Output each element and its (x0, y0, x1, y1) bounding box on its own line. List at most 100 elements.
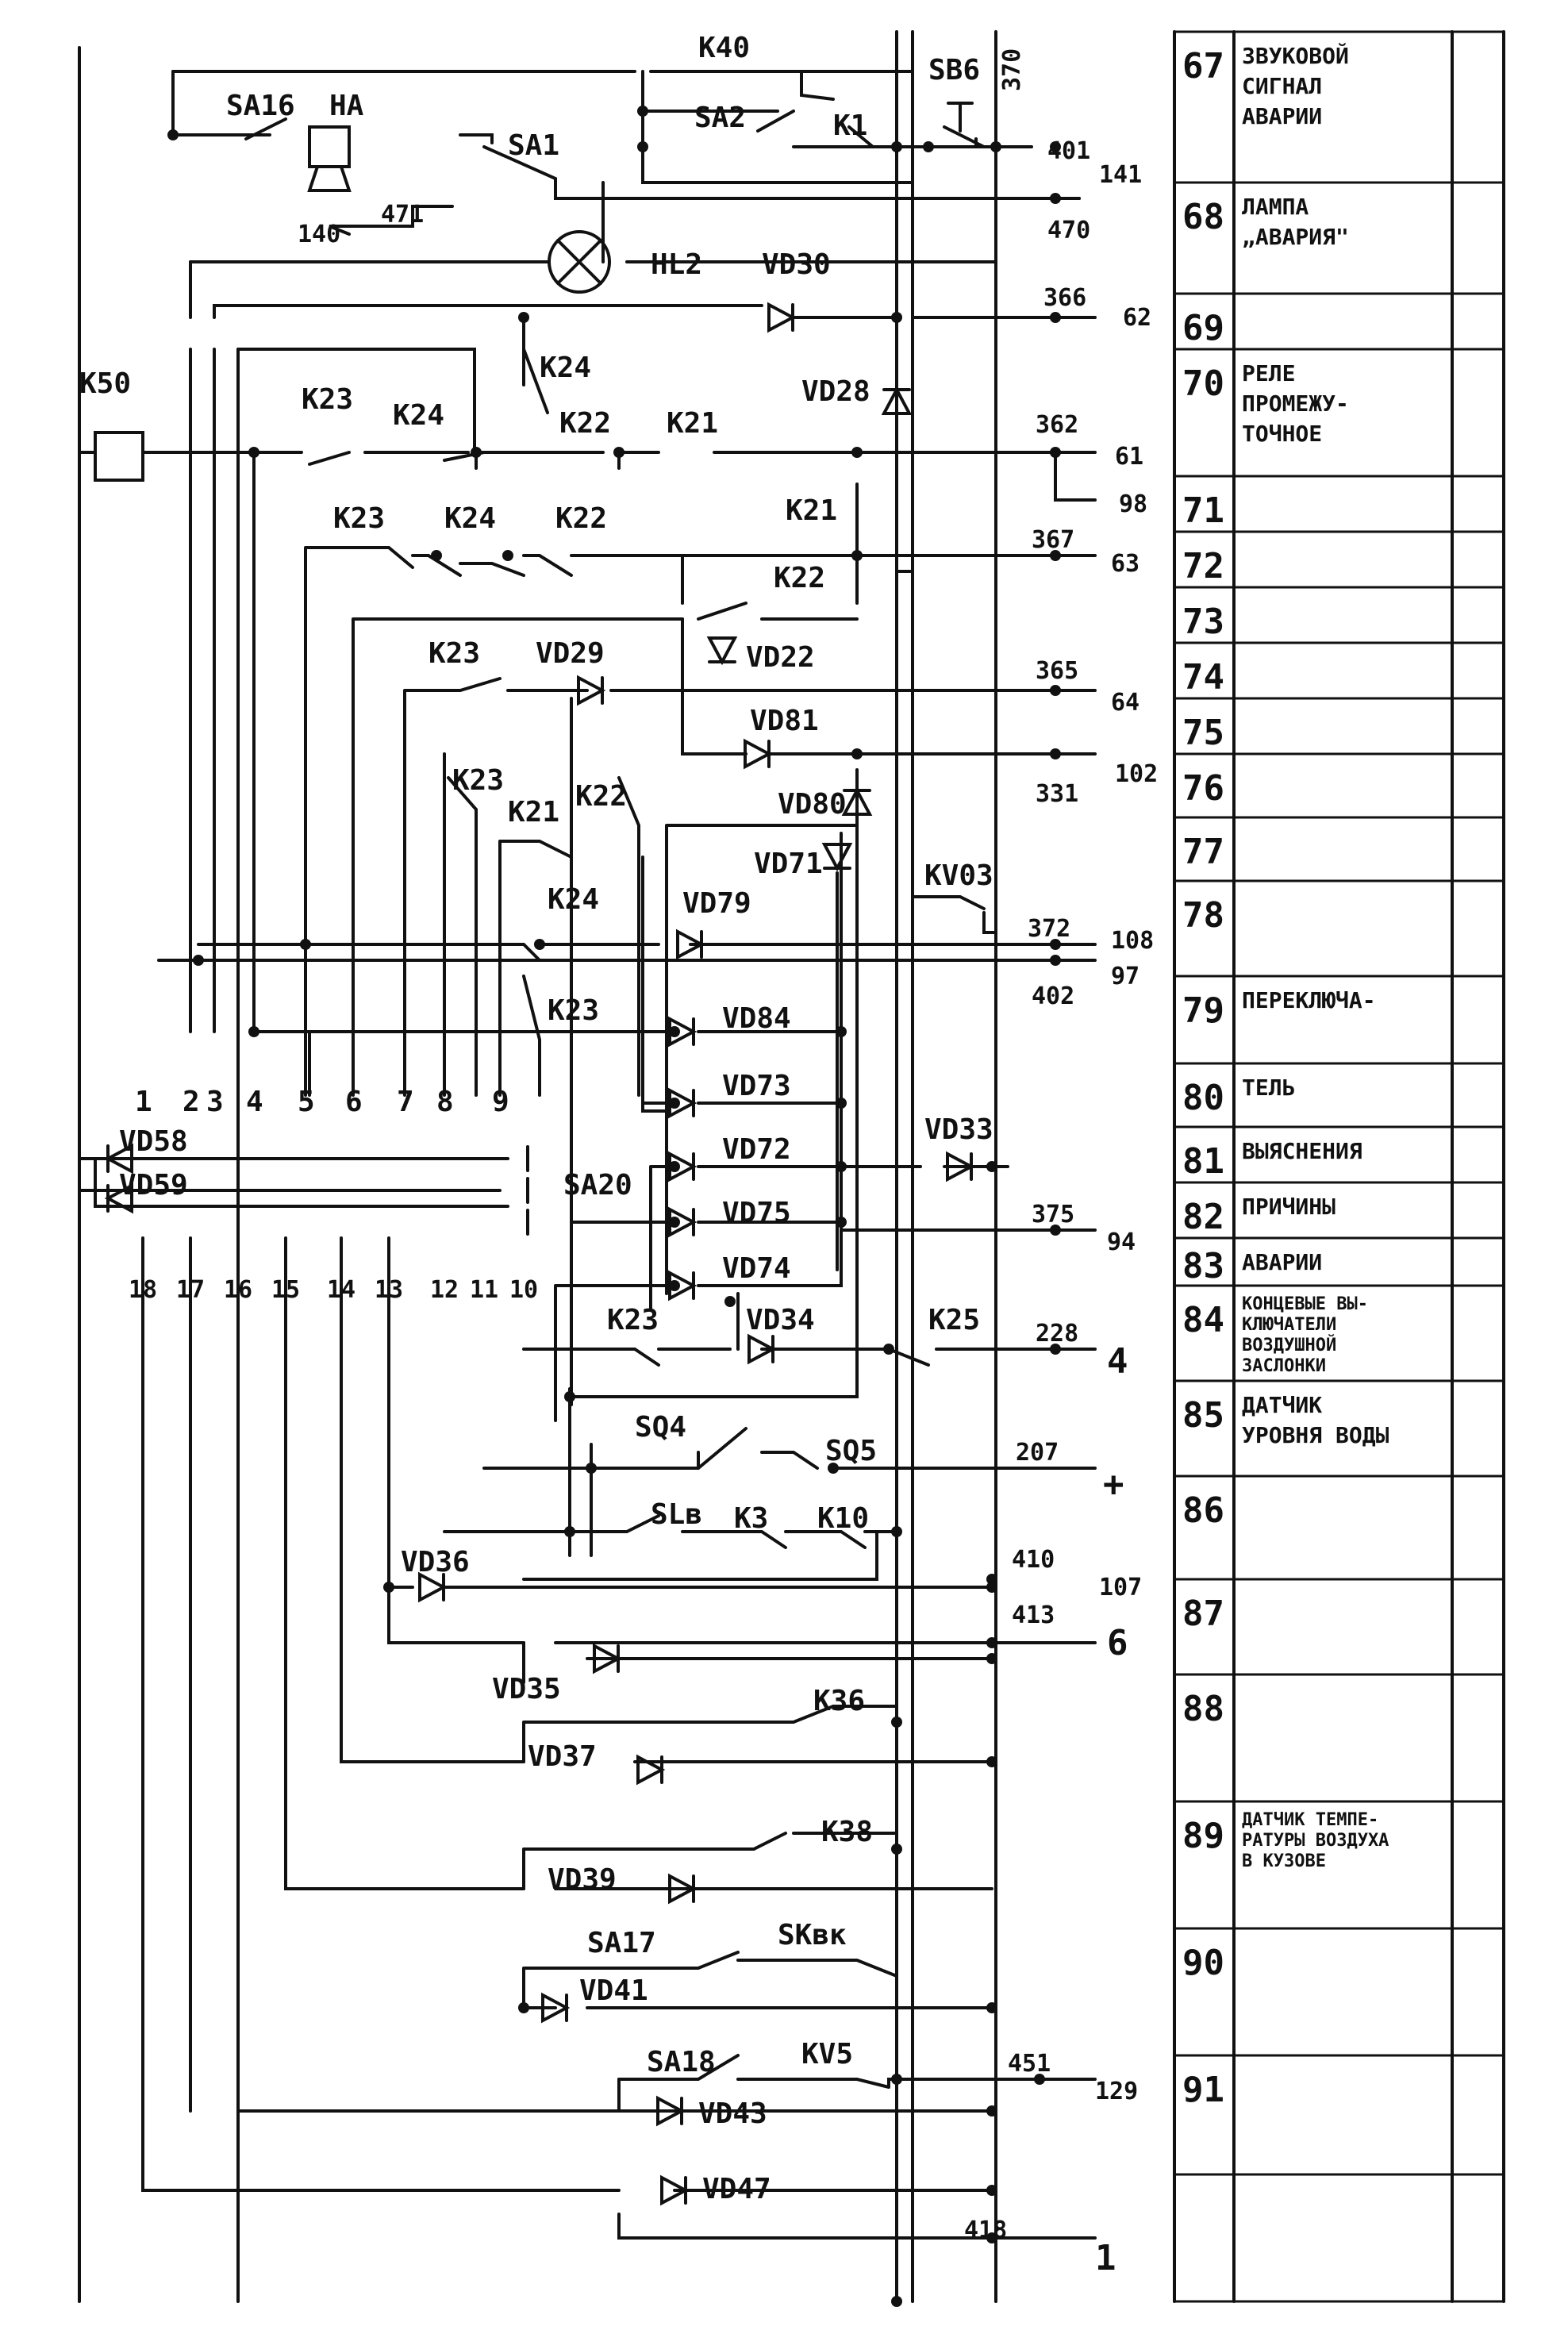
row-description: „АВАРИЯ" (1242, 224, 1349, 250)
label-sa1: SA1 (508, 129, 559, 162)
table-row: 75 (1182, 713, 1224, 753)
diode-icon (841, 786, 873, 816)
label-plus: + (1103, 1464, 1124, 1505)
label-vd28: VD28 (801, 375, 870, 408)
label-sb6: SB6 (928, 54, 980, 87)
diode-icon (706, 636, 738, 666)
junction-dot (724, 1296, 736, 1307)
sa20-pin-bottom: 13 (375, 1276, 403, 1304)
row-number: 86 (1182, 1490, 1224, 1531)
junction-dot (891, 141, 902, 152)
label-k24-b: K24 (393, 399, 444, 432)
junction-dot (1050, 550, 1061, 561)
row-description: ПРИЧИНЫ (1242, 1194, 1335, 1220)
label-k24-d: K24 (548, 883, 599, 916)
label-kv03: KV03 (924, 859, 993, 892)
row-number: 83 (1182, 1246, 1224, 1286)
junction-dot (986, 1161, 997, 1172)
wire-362: 362 (1036, 411, 1078, 439)
row-description: ТЕЛЬ (1242, 1075, 1295, 1101)
junction-dot (669, 1098, 680, 1109)
sa20-pin-top: 4 (246, 1086, 263, 1118)
label-sa20: SA20 (563, 1169, 632, 1202)
horn-bell-icon (307, 165, 352, 192)
wire-471: 471 (381, 201, 424, 229)
label-k23-a: K23 (302, 383, 353, 416)
wire-451: 451 (1008, 2050, 1051, 2078)
label-k10: K10 (817, 1502, 869, 1535)
junction-dot (502, 550, 513, 561)
junction-dot (471, 447, 482, 458)
junction-dot (986, 1756, 997, 1767)
wire-367: 367 (1032, 526, 1074, 554)
label-sa17: SA17 (587, 1927, 656, 1959)
row-number: 87 (1182, 1594, 1224, 1634)
junction-dot (431, 550, 442, 561)
label-vd80: VD80 (778, 788, 847, 821)
label-k38: K38 (821, 1816, 873, 1848)
junction-dot (891, 312, 902, 323)
wiring (78, 30, 1097, 2303)
junction-dot (836, 1098, 847, 1109)
label-vd47: VD47 (702, 2173, 771, 2205)
table-grid (1173, 30, 1505, 2303)
relay-coil-icon (94, 431, 144, 482)
wire-140: 140 (298, 221, 340, 248)
junction-dot (851, 748, 863, 759)
junction-dot (990, 141, 1001, 152)
label-vd84: VD84 (722, 1002, 791, 1035)
junction-dot (248, 447, 259, 458)
row-number: 89 (1182, 1816, 1224, 1856)
row-number: 84 (1182, 1300, 1224, 1340)
junction-dot (1050, 447, 1061, 458)
junction-dot (891, 1844, 902, 1855)
label-slb: SLв (651, 1498, 702, 1531)
junction-dot (669, 1161, 680, 1172)
junction-dot (564, 1526, 575, 1537)
junction-dot (986, 2185, 997, 2196)
wire-370: 370 (998, 48, 1026, 91)
junction-dot (986, 2232, 997, 2243)
row-number: 91 (1182, 2070, 1224, 2110)
label-vd30: VD30 (762, 248, 831, 281)
label-vd72: VD72 (722, 1133, 791, 1166)
junction-dot (986, 2105, 997, 2117)
labels: K40 SB6 370 SA16 HA SA2 K1 SA1 401 141 4… (79, 32, 1158, 2278)
diode-icon (104, 1182, 133, 1214)
table-row: 72 (1182, 546, 1224, 586)
junction-dot (669, 1026, 680, 1037)
sa20-pin-top: 8 (436, 1086, 454, 1118)
row-number: 79 (1182, 990, 1224, 1031)
row-number: 75 (1182, 713, 1224, 753)
table-row: 78 (1182, 895, 1224, 936)
label-vd36: VD36 (401, 1546, 470, 1578)
row-description: ТОЧНОЕ (1242, 421, 1322, 447)
sa20-pin-bottom: 12 (430, 1276, 459, 1304)
table-row: 91 (1182, 2070, 1224, 2110)
wire-418: 418 (964, 2217, 1007, 2244)
row-description: ВОЗДУШНОЙ (1242, 1335, 1336, 1355)
label-k21-a: K21 (667, 407, 718, 440)
label-vd58: VD58 (119, 1125, 188, 1158)
label-k36: K36 (813, 1685, 865, 1717)
row-number: 90 (1182, 1943, 1224, 1983)
sa20-pin-bottom: 15 (271, 1276, 300, 1304)
pushbutton-icon (947, 102, 974, 133)
row-number: 82 (1182, 1197, 1224, 1237)
diode-icon (821, 843, 853, 872)
wire-1: 1 (1095, 2238, 1116, 2278)
diode-icon (881, 386, 913, 415)
junction-dot (518, 312, 529, 323)
diode-icon (636, 1754, 666, 1786)
wire-401: 401 (1047, 137, 1090, 165)
junction-dot (986, 1574, 997, 1585)
row-number: 67 (1182, 46, 1224, 87)
table-row: 73 (1182, 602, 1224, 642)
junction-dot (883, 1344, 894, 1355)
